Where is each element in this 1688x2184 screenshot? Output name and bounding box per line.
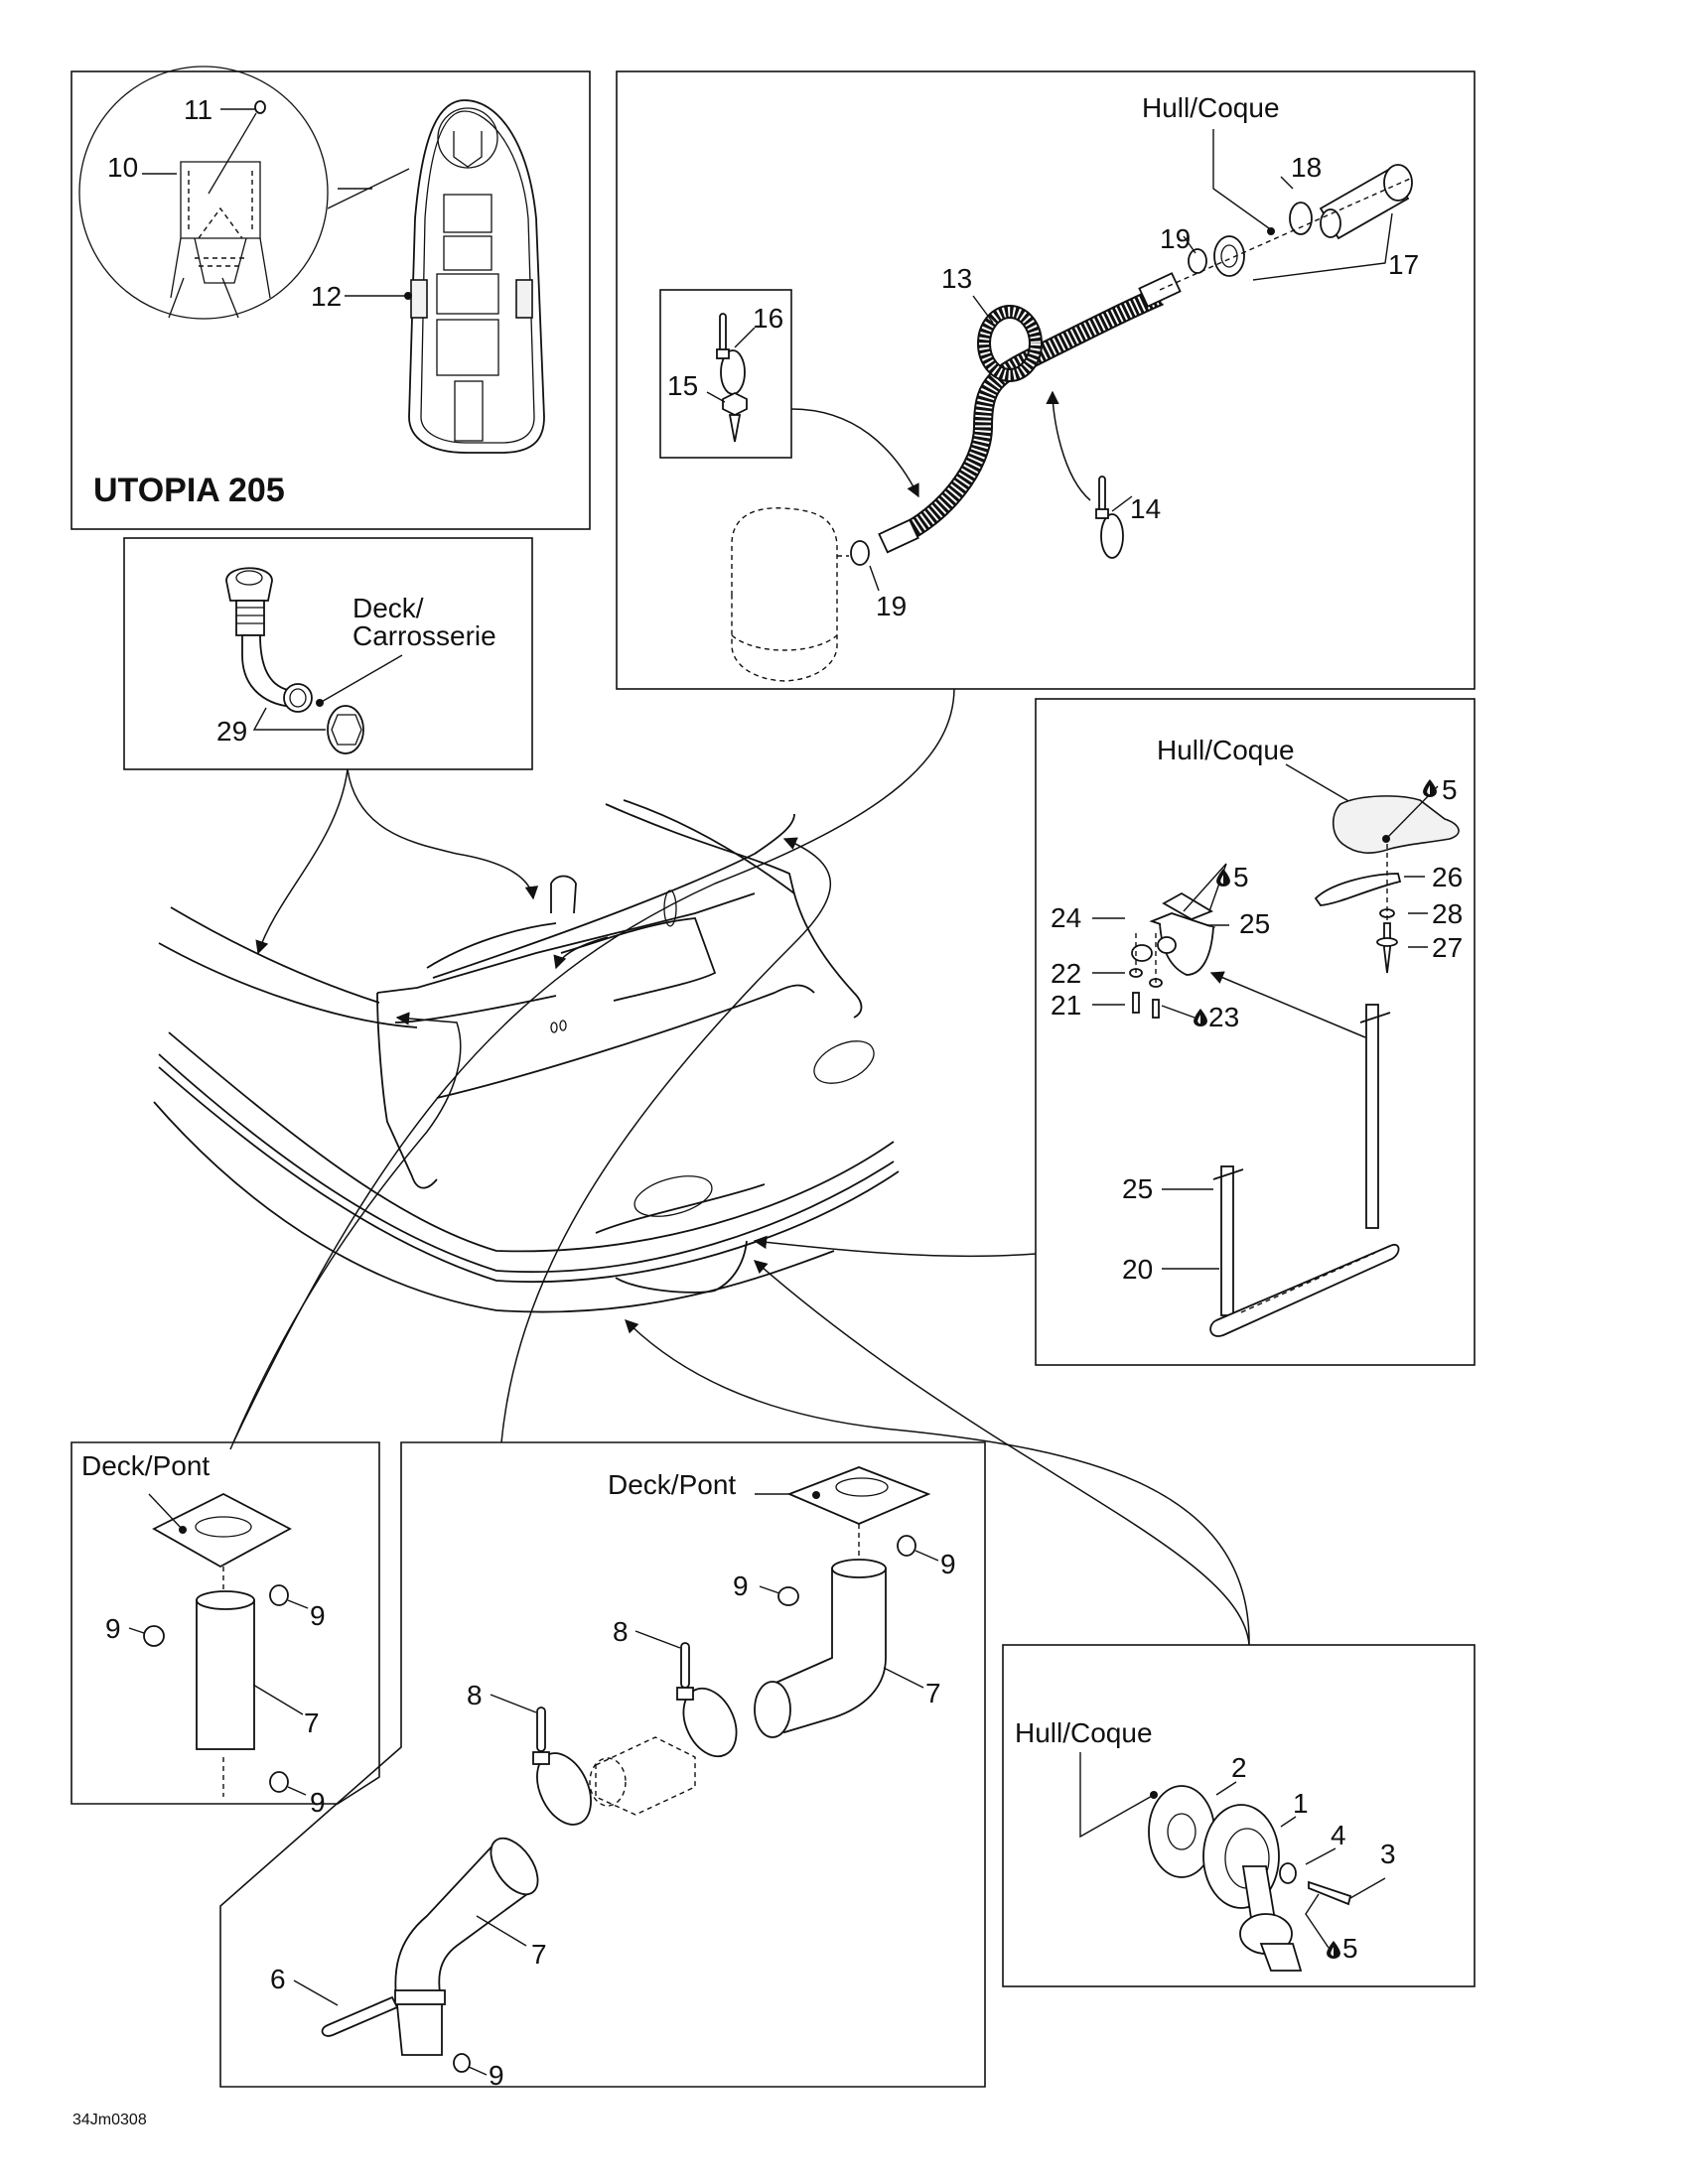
panel-vent-blower: Deck/Pont 7 9 9 8 [219,1441,986,2091]
panel-model-overview: 11 10 12 UTOPIA 205 [70,66,591,530]
reference-deck-pont: Deck/Pont [608,1469,736,1500]
callout-19: 19 [876,591,907,621]
panel-frame [123,537,533,770]
deck-plate [152,1492,292,1569]
callout-13: 13 [941,263,972,294]
callout-27: 27 [1432,932,1463,963]
callout-5: 5 [1342,1933,1358,1964]
panel-deck-fitting: Deck/ Carrosserie 29 [123,537,533,770]
washer-18 [1289,202,1313,235]
callout-28: 28 [1432,898,1463,929]
panel-bilge-pump-hose: 16 15 19 19 13 [616,70,1476,690]
reference-hull: Hull/Coque [1015,1717,1153,1748]
panel-drain-plug: Hull/Coque 2 1 4 3 5 [1002,1644,1476,1987]
rivet-27 [1383,922,1391,974]
callout-20: 20 [1122,1254,1153,1285]
callout-10: 10 [107,152,138,183]
thru-hull-fitting-17 [1213,164,1413,277]
detail-magnifier [78,66,410,320]
panel-frame [616,70,1476,690]
sealant-drop-icon [1327,1941,1340,1959]
callout-16: 16 [753,303,783,334]
callout-22: 22 [1051,958,1081,989]
hardware-inset-frame [659,289,792,459]
callout-14: 14 [1130,493,1161,524]
callout-8: 8 [613,1616,629,1647]
callout-29: 29 [216,716,247,747]
reference-deck-line1: Deck/ [352,593,424,623]
callout-11: 11 [184,94,212,125]
sealant-drop-icon [1423,779,1437,797]
hull-section [1332,795,1460,854]
mounting-bracket-24-25 [1131,891,1216,976]
panel-frame [219,1441,986,2088]
panel-vent-left: Deck/Pont 7 9 9 9 [70,1441,380,1818]
hose-clamp-19 [850,540,870,566]
boarding-ladder-20 [1209,1004,1400,1337]
reference-hull: Hull/Coque [1157,735,1295,765]
drawing-code: 34Jm0308 [72,2112,147,2128]
callout-5: 5 [1233,862,1249,892]
callout-21: 21 [1051,990,1081,1021]
panel-boarding-ladder: Hull/Coque 5 26 28 27 5 24 25 22 21 23 [1035,698,1476,1366]
callout-12: 12 [311,281,342,312]
vent-hose-7-lower [394,1837,539,2056]
cable-tie-6 [321,1995,399,2037]
callout-25: 25 [1239,908,1270,939]
callout-7: 7 [304,1707,320,1738]
screw-3 [1308,1880,1352,1906]
callout-25: 25 [1122,1173,1153,1204]
callout-3: 3 [1380,1839,1396,1869]
washer-4 [1279,1862,1297,1884]
sealant-drop-icon [1216,869,1230,887]
callout-9: 9 [733,1570,749,1601]
callout-17: 17 [1388,249,1419,280]
callout-9: 9 [310,1787,326,1818]
bilge-pump-outline [731,507,849,682]
callout-4: 4 [1331,1820,1346,1850]
callout-7: 7 [925,1678,941,1708]
reference-deck-line2: Carrosserie [352,620,496,651]
panel-frame [1035,698,1476,1366]
model-title: UTOPIA 205 [93,472,285,509]
panel-frame [1002,1644,1476,1987]
callout-6: 6 [270,1964,286,1994]
callout-15: 15 [667,370,698,401]
elbow-fitting-29 [225,567,364,754]
vent-hose-7 [196,1590,255,1750]
panel-frame [70,1441,380,1805]
drain-plug-1 [1202,1804,1303,1972]
callout-9: 9 [489,2060,504,2091]
callout-2: 2 [1231,1752,1247,1783]
sealant-drop-icon [1194,1009,1207,1026]
cable-tie-8 [532,1706,592,1826]
callout-18: 18 [1291,152,1322,183]
callout-26: 26 [1432,862,1463,892]
callout-7: 7 [531,1939,547,1970]
callout-9: 9 [310,1600,326,1631]
callout-8: 8 [467,1680,483,1710]
blower-outline [589,1736,696,1816]
callout-9: 9 [940,1549,956,1579]
bracket-26 [1314,873,1402,906]
callout-1: 1 [1293,1788,1309,1819]
panel-frame [70,70,591,530]
callout-23: 23 [1208,1002,1239,1032]
callout-19: 19 [1160,223,1191,254]
reference-deck-pont: Deck/Pont [81,1450,210,1481]
callout-24: 24 [1051,902,1081,933]
reference-hull: Hull/Coque [1142,92,1280,123]
hose-clamp-19 [1188,248,1207,274]
boat-top-view [404,99,545,454]
callout-5: 5 [1442,774,1458,805]
hose-13 [878,272,1182,554]
screw-15 [722,391,748,443]
cable-tie-14 [1095,476,1124,559]
cable-tie-16 [716,313,746,395]
cable-tie-8 [676,1642,738,1758]
callout-9: 9 [105,1613,121,1644]
boat-stern-view [153,799,900,1313]
assembly-arrows [229,688,1250,1646]
vent-hose-7-upper [754,1559,887,1738]
